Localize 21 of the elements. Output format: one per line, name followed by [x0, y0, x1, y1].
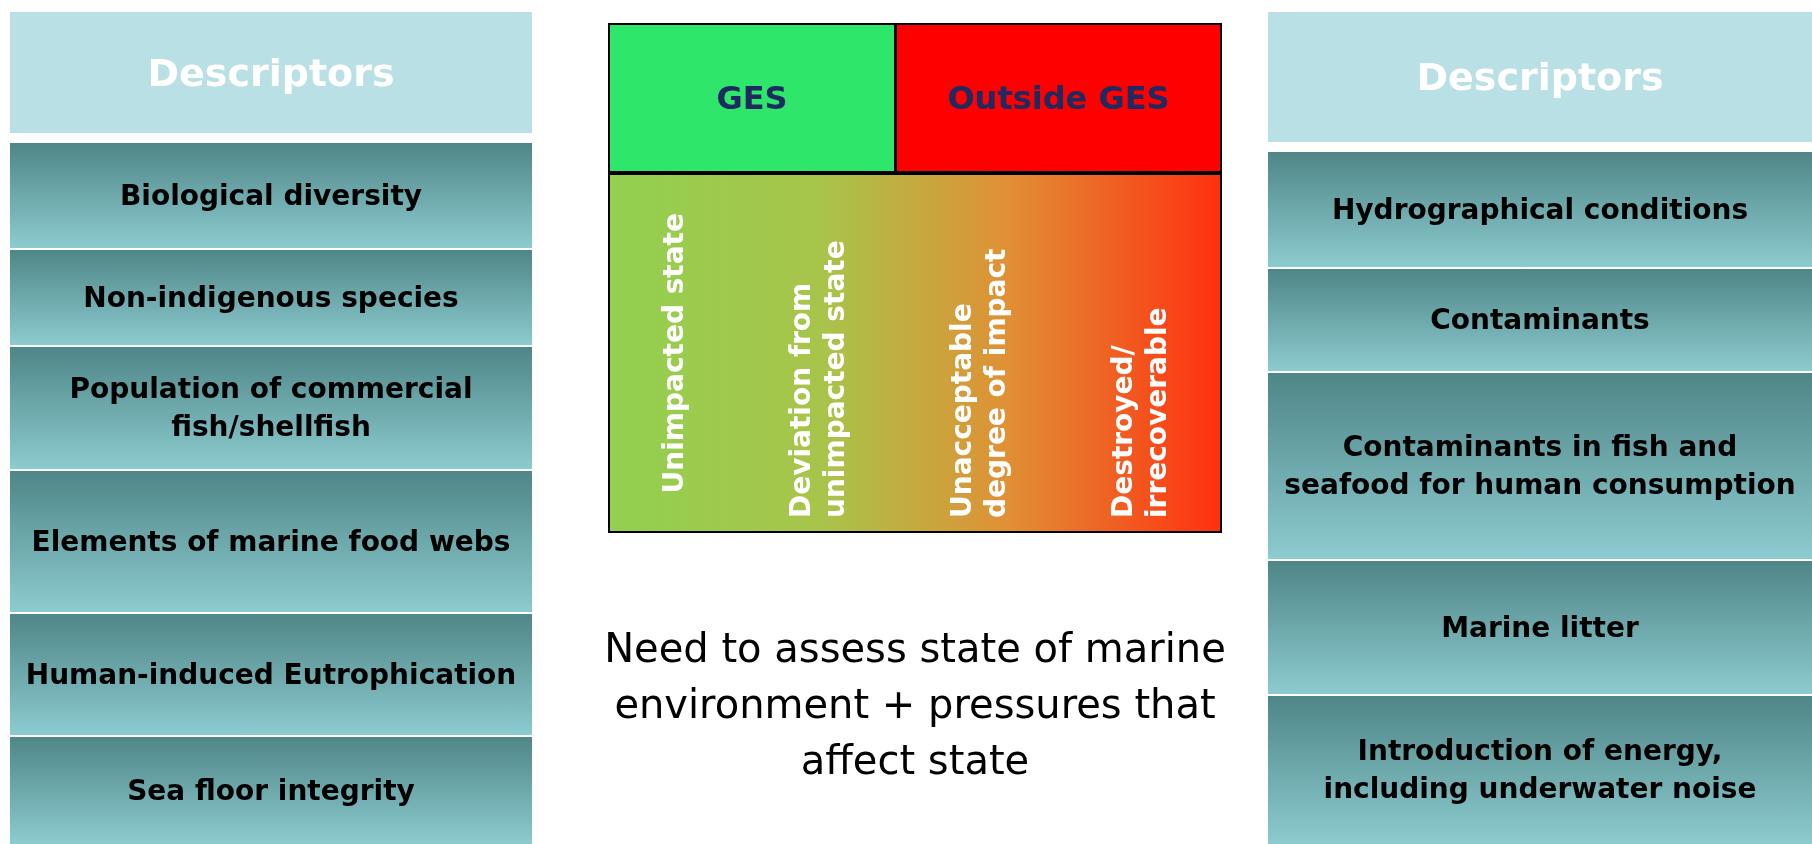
descriptor-box: Sea floor integrity	[10, 735, 532, 844]
rotated-label: Destroyed/ irrecoverable	[1105, 306, 1174, 518]
descriptor-box: Introduction of energy, including underwater noise	[1268, 694, 1812, 844]
descriptor-box: Elements of marine food webs	[10, 469, 532, 612]
gradient-scale-box	[608, 173, 1222, 533]
rotated-label: Deviation from unimpacted state	[784, 239, 852, 518]
rotated-label: Unimpacted state	[656, 212, 691, 494]
descriptor-box: Contaminants in fish and seafood for human consumption	[1268, 371, 1812, 559]
descriptor-box: Population of commercial fish/shellfish	[10, 345, 532, 469]
descriptor-box: Contaminants	[1268, 267, 1812, 371]
descriptor-box: Biological diversity	[10, 141, 532, 248]
note-text: Need to assess state of marine environment + pressures that affect state	[603, 624, 1227, 785]
descriptor-box: Hydrographical conditions	[1268, 150, 1812, 267]
header-box: Descriptors	[10, 12, 532, 133]
rotated-label: Unacceptable degree of impact	[945, 247, 1013, 518]
descriptor-box: Marine litter	[1268, 559, 1812, 694]
descriptor-box: Human-induced Eutrophication	[10, 612, 532, 735]
status-box: Outside GES	[895, 23, 1222, 173]
status-box: GES	[608, 23, 896, 173]
header-box: Descriptors	[1268, 12, 1812, 142]
descriptor-box: Non-indigenous species	[10, 248, 532, 345]
